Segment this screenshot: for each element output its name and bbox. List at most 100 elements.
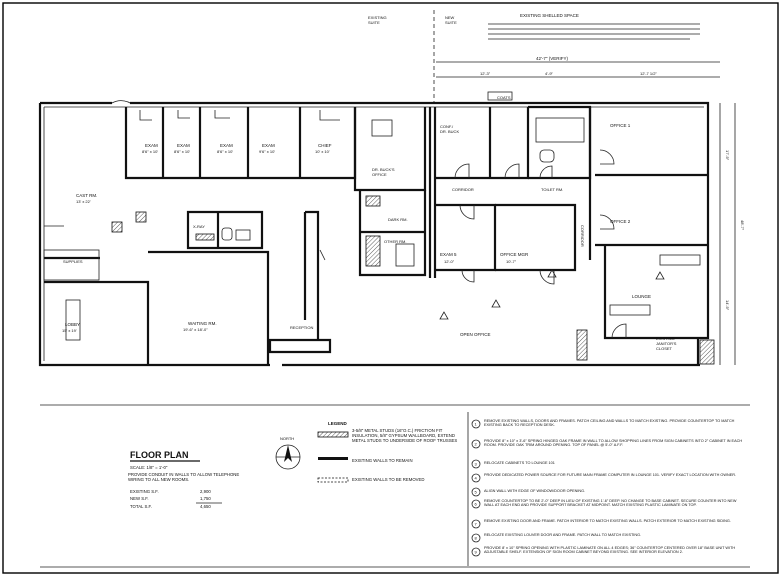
entry-door-swing <box>111 100 131 104</box>
exam-1-label: EXAM <box>145 143 158 148</box>
label-line: OFFICE <box>372 172 387 177</box>
exam-3-size: 8'6" x 10' <box>217 149 233 154</box>
exam-4-size: 9'6" x 10' <box>259 149 275 154</box>
north-label: NORTH <box>280 436 294 441</box>
cast-room-label: CAST RM. <box>76 193 97 198</box>
exam-5-size: 12'-0" <box>444 259 455 264</box>
new-sf-label: NEW S.F. <box>130 496 149 501</box>
waiting-room-label: WAITING RM. <box>188 321 217 326</box>
legend-new-wall-text: 3-5/8" METAL STUDS (16"O.C.) FRICTION FI… <box>352 428 458 443</box>
conduit-note: PROVIDE CONDUIT IN WALLS TO ALLOW TELEPH… <box>128 472 240 482</box>
svg-text:7: 7 <box>475 522 478 527</box>
office-mgr-size: 10'-7" <box>506 259 517 264</box>
svg-text:4: 4 <box>475 476 478 481</box>
waiting-room-walls <box>148 250 270 365</box>
new-suite-walls <box>428 105 708 340</box>
legend-removed-wall-text: EXISTING WALLS TO BE REMOVED <box>352 477 425 482</box>
coats-label: COATS <box>497 95 511 100</box>
title-block: FLOOR PLAN SCALE: 1/8" = 1'-0" PROVIDE C… <box>128 450 240 509</box>
svg-text:48'-7": 48'-7" <box>740 220 745 231</box>
lobby-size: 15' x 19' <box>62 328 77 333</box>
svg-text:12'-3": 12'-3" <box>480 71 491 76</box>
sheet-border <box>2 2 779 574</box>
note-3: 3 RELOCATE CABINETS TO LOUNGE 101 <box>471 459 555 469</box>
toilet-room-label: TOILET RM. <box>541 187 563 192</box>
reception-label: RECEPTION <box>290 325 313 330</box>
exam-1-size: 8'6" x 10' <box>142 149 158 154</box>
existing-sf-label: EXISTING S.F. <box>130 489 159 494</box>
dr-buck-office-walls <box>353 107 427 192</box>
svg-text:14'-9": 14'-9" <box>725 300 730 311</box>
legend-title: LEGEND <box>328 421 348 426</box>
label-line: CLOSET <box>656 346 673 351</box>
conf-label: CONF./DR. BUCK <box>440 124 459 134</box>
note-7: 7 REMOVE EXISTING DOOR AND FRAME. PATCH … <box>471 519 731 529</box>
keynote-triangle <box>547 269 557 278</box>
note-1: 1 REMOVE EXISTING WALLS, DOORS AND FRAME… <box>471 419 734 429</box>
svg-text:8: 8 <box>475 536 478 541</box>
cast-room-size: 13' x 22' <box>76 199 91 204</box>
note-8: 8 RELOCATE EXISTING LOUVER DOOR AND FRAM… <box>471 533 641 543</box>
note-9: 9 PROVIDE 8' x 10" SPRING OPENING WITH P… <box>471 546 735 557</box>
exam-4-label: EXAM <box>262 143 275 148</box>
new-sf-value: 1,750 <box>200 496 211 501</box>
legend: LEGEND 3-5/8" METAL STUDS (16"O.C.) FRIC… <box>317 421 458 483</box>
building-walls <box>38 101 710 367</box>
label-line: SUITE <box>368 20 380 25</box>
lounge-label: LOUNGE <box>632 294 651 299</box>
open-office-label: OPEN OFFICE <box>460 332 491 337</box>
note-2: 2 PROVIDE 8" x 10" x 3'-6" SPRING HINGED… <box>471 439 742 449</box>
svg-text:2: 2 <box>475 442 478 447</box>
floor-plan-title: FLOOR PLAN <box>130 450 189 460</box>
supplies-label: SUPPLIES <box>63 259 83 264</box>
svg-text:6: 6 <box>475 502 478 507</box>
exam-2-size: 8'6" x 10' <box>174 149 190 154</box>
overall-dimension: 42'-7" (VERIFY) <box>536 56 568 61</box>
xray-block-walls <box>186 210 264 250</box>
keyed-notes: 1 REMOVE EXISTING WALLS, DOORS AND FRAME… <box>467 412 742 566</box>
office-1-label: OFFICE 1 <box>610 123 631 128</box>
label-line: DR. BUCK <box>440 129 459 134</box>
label-line: SUITE <box>445 20 457 25</box>
exam-3-label: EXAM <box>220 143 233 148</box>
exam-5-label: EXAM 5 <box>440 252 457 257</box>
north-arrow-icon: NORTH <box>275 436 301 470</box>
total-sf-label: TOTAL S.F. <box>130 504 152 509</box>
corridor-2-label: CORRIDOR <box>580 225 585 247</box>
waiting-room-size: 19'-6" x 18'-0" <box>183 327 208 332</box>
exam-2-label: EXAM <box>177 143 190 148</box>
corridor-1-label: CORRIDOR <box>452 187 474 192</box>
svg-text:9: 9 <box>475 550 478 555</box>
svg-text:3: 3 <box>475 462 478 467</box>
scale-text: SCALE: 1/8" = 1'-0" <box>130 465 168 470</box>
chief-size: 10' x 10' <box>315 149 330 154</box>
legend-existing-wall-text: EXISTING WALLS TO REMAIN <box>352 458 413 463</box>
note-5: 5 ALIGN WALL WITH EDGE OF WINDOW/DOOR OP… <box>471 487 585 497</box>
office-2-label: OFFICE 2 <box>610 219 631 224</box>
shelled-space-title: EXISTING SHELLED SPACE <box>520 13 579 18</box>
xray-label: X-RAY <box>193 224 205 229</box>
svg-text:4'-9": 4'-9" <box>545 71 554 76</box>
lobby-label: LOBBY <box>65 322 80 327</box>
reception-walls <box>303 210 320 340</box>
dark-room-label: DARK RM. <box>388 217 408 222</box>
existing-sf-value: 2,900 <box>200 489 211 494</box>
svg-text:12'-7 1/2": 12'-7 1/2" <box>640 71 657 76</box>
office-mgr-label: OFFICE MGR <box>500 252 529 257</box>
lobby-walls <box>44 280 150 365</box>
note-4: 4 PROVIDE DEDICATED POWER SOURCE FOR FUT… <box>471 473 736 483</box>
other-room-label: OTHER RM. <box>384 239 406 244</box>
door-swings <box>454 149 627 339</box>
svg-text:5: 5 <box>475 490 478 495</box>
total-sf-value: 4,650 <box>200 504 211 509</box>
svg-text:1: 1 <box>475 422 478 427</box>
label-line: JANITOR'S <box>656 341 677 346</box>
chief-label: CHIEF <box>318 143 332 148</box>
note-6: 6 REMOVE COUNTERTOP TO BE 2'-0" DEEP IN … <box>471 499 736 509</box>
